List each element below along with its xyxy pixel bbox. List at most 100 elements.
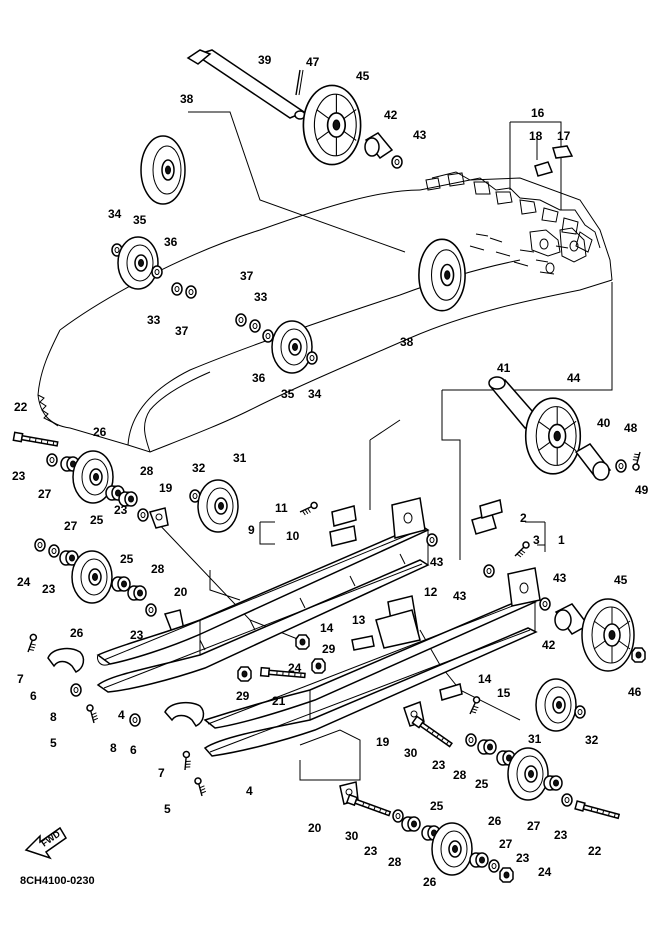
collar-28-c xyxy=(477,739,497,755)
label-5-right: 5 xyxy=(164,802,171,816)
collar-25-b xyxy=(111,576,131,592)
label-9: 9 xyxy=(248,523,255,537)
bracket-2 xyxy=(471,499,503,535)
washer-36-center xyxy=(262,329,274,343)
label-28-d: 28 xyxy=(388,855,402,869)
label-13: 13 xyxy=(352,613,366,627)
washer-43-c xyxy=(539,597,551,611)
label-22-right: 22 xyxy=(588,844,602,858)
nut-24-right xyxy=(499,867,514,883)
bracket-18 xyxy=(534,161,554,177)
label-30-upper: 30 xyxy=(404,746,418,760)
runner-6-right xyxy=(164,701,205,727)
label-15: 15 xyxy=(497,686,511,700)
stopper-12 xyxy=(375,595,421,649)
label-26-d: 26 xyxy=(423,875,437,889)
washer-49 xyxy=(615,459,627,473)
screw-11 xyxy=(298,498,319,519)
label-30-lower: 30 xyxy=(345,829,359,843)
label-4-right: 4 xyxy=(246,784,253,798)
label-26-c: 26 xyxy=(488,814,502,828)
bolt-30-upper xyxy=(411,715,454,749)
washer-32-right xyxy=(574,705,586,719)
bolt-22-left xyxy=(12,431,59,449)
screw-5-left xyxy=(81,703,103,725)
label-46: 46 xyxy=(628,685,642,699)
bolt-22-right xyxy=(574,800,621,821)
idler-wheel-38-upper xyxy=(140,135,186,205)
idler-shaft xyxy=(186,49,306,120)
collar-40 xyxy=(574,443,612,481)
label-23-c: 23 xyxy=(42,582,56,596)
label-42-rear: 42 xyxy=(542,638,556,652)
label-49: 49 xyxy=(635,483,649,497)
label-43-c: 43 xyxy=(553,571,567,585)
label-3: 3 xyxy=(533,533,540,547)
label-28-a: 28 xyxy=(140,464,154,478)
washer-8-left xyxy=(70,683,82,697)
wheel-45-rear xyxy=(581,598,635,672)
label-26-b: 26 xyxy=(70,626,84,640)
bolt-48 xyxy=(626,450,648,472)
label-34-center: 34 xyxy=(308,387,322,401)
label-26-a: 26 xyxy=(93,425,107,439)
label-27-a: 27 xyxy=(38,487,52,501)
label-45-rear: 45 xyxy=(614,573,628,587)
label-14-b: 14 xyxy=(478,672,492,686)
label-43-b: 43 xyxy=(453,589,467,603)
label-28-b: 28 xyxy=(151,562,165,576)
collar-28-d xyxy=(401,816,421,832)
label-47: 47 xyxy=(306,55,320,69)
label-34-left: 34 xyxy=(108,207,122,221)
wheel-31-right xyxy=(535,678,577,732)
washer-37-center xyxy=(235,313,247,327)
label-27-b: 27 xyxy=(64,519,78,533)
label-29-b: 29 xyxy=(236,689,250,703)
label-16: 16 xyxy=(531,106,545,120)
runner-6-left xyxy=(47,647,85,673)
label-12: 12 xyxy=(424,585,438,599)
washer-24-left xyxy=(34,538,46,552)
label-38-track: 38 xyxy=(400,335,414,349)
part-labels: 39 47 45 38 42 43 16 18 17 34 35 36 37 3… xyxy=(12,53,649,889)
label-32-right: 32 xyxy=(585,733,599,747)
slide-rail-left xyxy=(96,497,430,693)
fwd-arrow-icon: FWD xyxy=(24,826,68,860)
label-44: 44 xyxy=(567,371,581,385)
screw-7-left xyxy=(21,632,42,654)
washer-23-b xyxy=(137,508,149,522)
label-27-c: 27 xyxy=(527,819,541,833)
label-24-b: 24 xyxy=(288,661,302,675)
washer-23-h xyxy=(488,859,500,873)
collar-28-b xyxy=(127,585,147,601)
label-25-b: 25 xyxy=(120,552,134,566)
wheel-35-left xyxy=(117,236,159,290)
screw-7-right xyxy=(175,749,198,772)
label-23-b: 23 xyxy=(114,503,128,517)
label-6-left: 6 xyxy=(30,689,37,703)
label-24-c: 24 xyxy=(538,865,552,879)
idler-wheel-45-upper xyxy=(302,84,362,166)
label-11: 11 xyxy=(275,501,288,515)
label-23-d: 23 xyxy=(130,628,144,642)
bracket-19-left xyxy=(149,507,169,529)
label-8-left: 8 xyxy=(50,710,57,724)
wheel-26-b xyxy=(71,550,113,604)
washer-23-e xyxy=(465,733,477,747)
label-29-a: 29 xyxy=(322,642,336,656)
collar-42-upper xyxy=(364,132,394,160)
label-32-top: 32 xyxy=(192,461,206,475)
label-10: 10 xyxy=(286,529,300,543)
rivet-15 xyxy=(464,695,485,716)
plate-14-b xyxy=(439,683,463,701)
label-25-d: 25 xyxy=(430,799,444,813)
label-8-right: 8 xyxy=(110,741,117,755)
label-38-top: 38 xyxy=(180,92,194,106)
label-19-right: 19 xyxy=(376,735,390,749)
label-5-left: 5 xyxy=(50,736,57,750)
label-7-left: 7 xyxy=(17,672,24,686)
track-belt xyxy=(37,171,613,453)
washer-23-left xyxy=(46,453,58,467)
wheel-31-top xyxy=(197,479,239,533)
label-36-left: 36 xyxy=(164,235,178,249)
